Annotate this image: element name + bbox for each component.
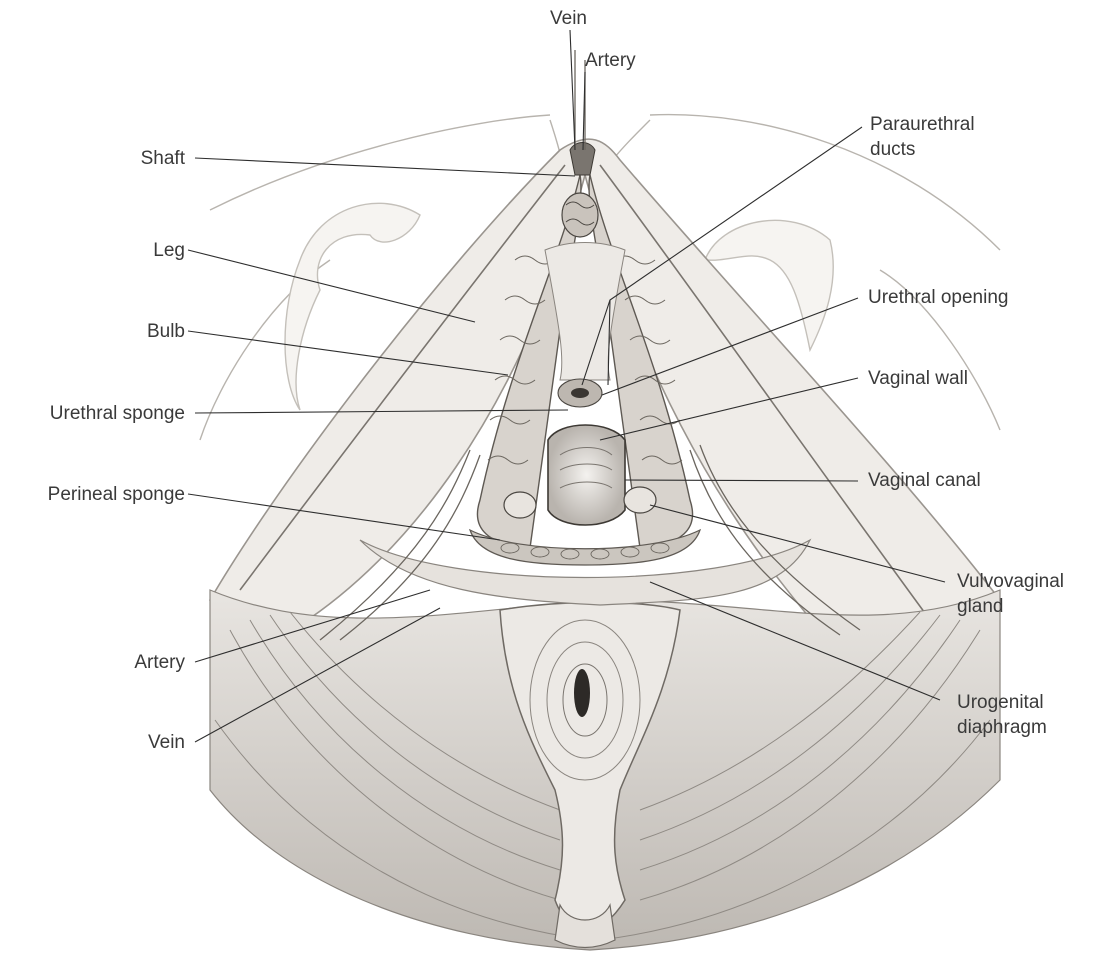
label-vaginal-canal: Vaginal canal [868,470,981,491]
leader-vein-top [570,30,575,150]
label-paraurethral-ducts: Paraurethral ducts [870,112,975,162]
label-vein-top: Vein [550,8,587,29]
label-shaft: Shaft [100,148,185,169]
label-vaginal-wall: Vaginal wall [868,368,968,389]
label-bulb: Bulb [100,321,185,342]
label-perineal-sponge: Perineal sponge [5,484,185,505]
label-vulvovaginal-gland-line2: gland [957,594,1064,619]
label-vulvovaginal-gland-line1: Vulvovaginal [957,569,1064,594]
label-urethral-sponge: Urethral sponge [5,403,185,424]
label-paraurethral-ducts-line2: ducts [870,137,975,162]
label-vein-bottom: Vein [100,732,185,753]
label-paraurethral-ducts-line1: Paraurethral [870,112,975,137]
label-urogenital-diaphragm-line2: diaphragm [957,715,1047,740]
leader-leg [188,250,475,322]
label-artery-top: Artery [585,50,636,71]
label-artery-bottom: Artery [100,652,185,673]
leader-shaft [195,158,575,176]
vestibule [545,243,625,526]
label-urogenital-diaphragm: Urogenital diaphragm [957,690,1047,740]
label-vulvovaginal-gland: Vulvovaginal gland [957,569,1064,619]
label-urethral-opening: Urethral opening [868,287,1008,308]
label-urogenital-diaphragm-line1: Urogenital [957,690,1047,715]
label-leg: Leg [100,240,185,261]
